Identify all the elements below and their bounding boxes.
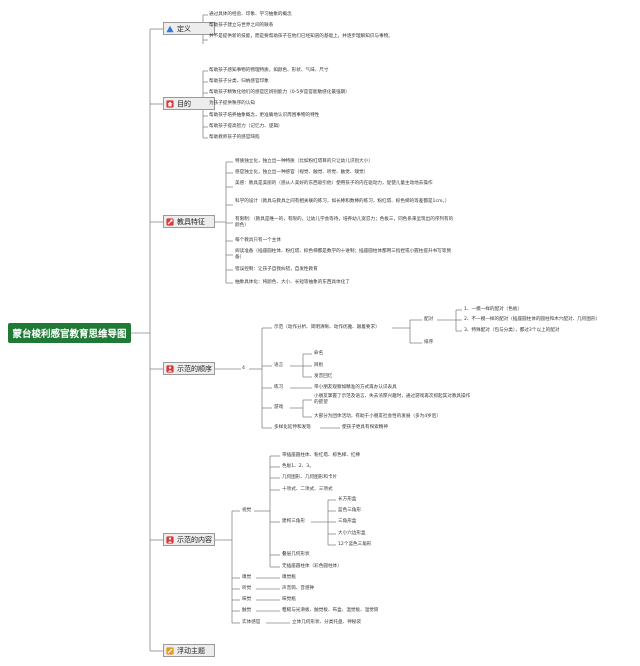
person-icon	[166, 535, 174, 544]
triangle-icon	[166, 25, 174, 32]
purpose-item[interactable]: 帮助孩子精致化他们的感官区辨别能力（0-5岁是官能敏感化最强期）	[209, 90, 350, 95]
content-touch[interactable]: 触觉	[242, 608, 252, 613]
hearing-item[interactable]: 声音筒、音感钟	[282, 586, 315, 591]
definition-item[interactable]: 并不是提供新的技能，而是要帮助孩子在他们已经知道的基础上，并逐步理解知识与事物。	[209, 34, 393, 39]
section-label: 示范的内容	[177, 535, 212, 544]
order-language[interactable]: 语言	[274, 363, 284, 368]
visual-triangles[interactable]: 建构三角形	[282, 519, 305, 524]
feature-item[interactable]: 错误控制：让孩子自我纠错，自发性教育	[235, 267, 318, 272]
visual-item[interactable]: 无插座圆柱体（彩色圆柱体）	[282, 564, 342, 569]
pairing-item[interactable]: 3、特殊配对（包与分类），都过3个以上的配对	[464, 328, 560, 333]
feature-item[interactable]: 有限制：（教具是唯一的，有限的，让幼儿学会等待，培养幼儿宽忍力；色板三，同色系来…	[235, 217, 454, 229]
content-taste[interactable]: 味觉	[242, 597, 252, 602]
feature-item[interactable]: 每个教具只有一个主体	[235, 238, 281, 243]
purpose-item[interactable]: 帮助教师孩子的感官缺陷	[209, 135, 260, 140]
order-demo[interactable]: 示范（动作分析、简明清晰、动作优雅、跟着要求）	[274, 325, 380, 330]
section-label: 示范的顺序	[177, 364, 212, 373]
section-label: 浮动主题	[177, 646, 205, 655]
visual-item[interactable]: 带插座圆柱体、粉红塔、棕色梯、红棒	[282, 453, 361, 458]
definition-item[interactable]: 通过具体的经验、印象、学习抽象的概念	[209, 12, 292, 17]
pairing-item[interactable]: 1、一模一样的配对（色板）	[464, 307, 523, 312]
feature-item[interactable]: 阅读准备（插座圆柱体、粉红塔、棕色梯都是数学的十进制；插座圆柱体都用三指捏或小握…	[235, 249, 451, 261]
purpose-item[interactable]: 帮助孩子提高智力（记忆力、逻辑）	[209, 124, 283, 129]
visual-item[interactable]: 叠层几何形状	[282, 552, 310, 557]
taste-item[interactable]: 味觉瓶	[282, 597, 296, 602]
visual-item[interactable]: 几何图形、几何图形和卡片	[282, 475, 338, 480]
triangle-item[interactable]: 长方形盒	[338, 497, 357, 502]
visual-item[interactable]: 色板1、2、3。	[282, 464, 314, 469]
feature-item[interactable]: 美感：教具是美丽的（感从人美好的东西吸引他）使用孩子的内在驱动力，促使儿童主动地…	[235, 181, 433, 186]
order-extension[interactable]: 多样化延伸和发现	[274, 425, 311, 430]
game-item[interactable]: 大部分为团体活动，有助于小朋友社会性的发展（多为4岁后）	[314, 414, 441, 419]
section-purpose[interactable]: 目的	[163, 97, 215, 110]
root-node[interactable]: 蒙台梭利感官教育思维导图	[8, 323, 131, 343]
content-smell[interactable]: 嗅觉	[242, 575, 252, 580]
person-icon	[166, 364, 174, 373]
section-definition[interactable]: 定义	[163, 22, 215, 35]
section-order[interactable]: 示范的顺序	[163, 362, 215, 375]
section-label: 定义	[177, 24, 191, 33]
wrench-icon	[166, 217, 174, 226]
section-label: 目的	[177, 99, 191, 108]
order-grading[interactable]: 排序	[424, 340, 434, 345]
purpose-item[interactable]: 帮助孩子培养抽象概念，更准确地认识周围事物的特性	[209, 113, 320, 118]
triangle-item[interactable]: 蓝色三角形	[338, 508, 361, 513]
touch-item[interactable]: 粗糙与光滑板、触觉板、布盒、温觉板、温觉筒	[282, 608, 379, 613]
content-stereo[interactable]: 实体感官	[242, 620, 261, 625]
content-hearing[interactable]: 听觉	[242, 586, 252, 591]
content-visual[interactable]: 视觉	[242, 508, 252, 513]
feature-item[interactable]: 感官独立化，独立出一种感官（视觉、触觉、听觉、触觉、嗅觉）	[235, 170, 369, 175]
section-features[interactable]: 教具特征	[163, 215, 215, 228]
triangle-item[interactable]: 12个蓝色三角形	[338, 542, 372, 547]
language-item[interactable]: 命名	[314, 351, 324, 356]
order-game[interactable]: 游戏	[274, 405, 284, 410]
visual-item[interactable]: 十项式、二项式、三项式	[282, 487, 333, 492]
stereo-item[interactable]: 立体几何形状、分类托盘、神秘袋	[292, 620, 361, 625]
feature-item[interactable]: 抽象具体化：将颜色、大小、长短等抽象的东西具体化了	[235, 280, 350, 285]
triangle-item[interactable]: 三角形盒	[338, 519, 357, 524]
feature-item[interactable]: 特质独立化，独立出一种特质（比如粉红塔目的只让幼儿识别大小）	[235, 159, 373, 164]
language-item[interactable]: 发音回忆	[314, 374, 333, 379]
section-content[interactable]: 示范的内容	[163, 533, 215, 546]
section-floating-topic[interactable]: 浮动主题	[163, 644, 215, 657]
pencil-icon	[166, 646, 174, 655]
language-item[interactable]: 辨别	[314, 363, 324, 368]
feature-item[interactable]: 科学的设计（教具与教具之间有相关联的练习，如长棒和数棒的练习，粉红塔、棕色梯的等…	[235, 199, 450, 204]
game-item[interactable]: 小朋友掌握了示范及语言，失去浓厚兴趣时，通过游戏再次抓起其对教具操作的欲望	[314, 394, 471, 406]
house-icon	[166, 99, 174, 108]
practice-text[interactable]: 带小朋友观察如精准的方式再办认识表具	[314, 385, 397, 390]
pairing-item[interactable]: 2、不一模一样的配对（插座圆柱体的圆柱和木穴配对、几何图形）	[464, 317, 601, 322]
order-marker: 4	[242, 366, 245, 371]
section-label: 教具特征	[177, 217, 205, 226]
smell-item[interactable]: 嗅觉瓶	[282, 575, 296, 580]
purpose-item[interactable]: 为孩子提供秩序的认知	[209, 101, 255, 106]
triangle-item[interactable]: 大小六边形盒	[338, 531, 366, 536]
purpose-item[interactable]: 帮助孩子感知事物的物理特质，如颜色、形状、气味、尺寸	[209, 68, 329, 73]
purpose-item[interactable]: 帮助孩子分类、归纳感官印象	[209, 79, 269, 84]
order-pairing[interactable]: 配对	[424, 317, 434, 322]
definition-item[interactable]: 帮助孩子建立与世界之间的联系	[209, 23, 274, 28]
order-practice[interactable]: 练习	[274, 385, 284, 390]
extension-text[interactable]: 使孩子更具有探索精神	[342, 425, 388, 430]
